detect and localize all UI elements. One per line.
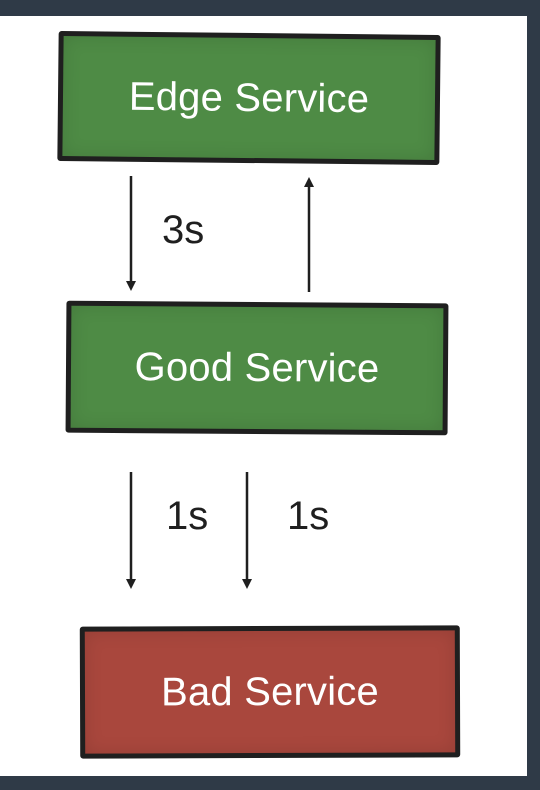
arrows-layer	[126, 176, 314, 589]
bad-service-node: Bad Service	[79, 625, 461, 759]
diagram-canvas: Edge Service Good Service Bad Service 3s…	[0, 16, 527, 776]
good-service-label: Good Service	[134, 344, 380, 391]
good-to-bad-timeout-label-2: 1s	[287, 494, 330, 538]
bad-service-label: Bad Service	[160, 669, 380, 714]
edge-service-node: Edge Service	[57, 31, 441, 165]
edge-service-label: Edge Service	[128, 74, 370, 121]
good-to-bad-timeout-label-1: 1s	[166, 494, 209, 538]
edge-to-good-timeout-label: 3s	[162, 208, 205, 252]
good-service-node: Good Service	[65, 300, 449, 436]
